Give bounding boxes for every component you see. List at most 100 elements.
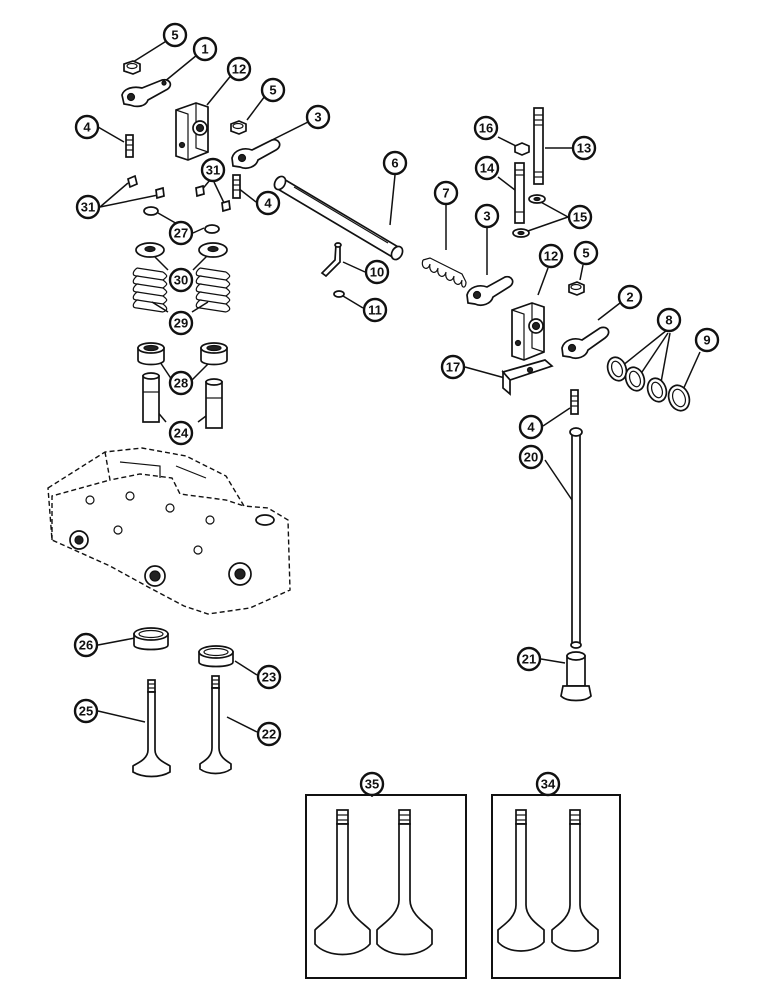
callout-26: 26: [73, 632, 99, 658]
callout-5: 5: [573, 240, 599, 266]
callout-5: 5: [260, 77, 286, 103]
callout-31: 31: [75, 194, 101, 220]
valve-seals-part-28: [137, 342, 228, 366]
callout-label-8: 8: [665, 313, 672, 328]
valve-kit-box-34: [491, 794, 621, 979]
valve-keepers-part-31: [126, 174, 231, 213]
callout-label-22: 22: [262, 727, 276, 742]
callout-label-17: 17: [446, 360, 460, 375]
callout-label-21: 21: [522, 652, 536, 667]
callout-label-20: 20: [524, 450, 538, 465]
callout-label-25: 25: [79, 704, 93, 719]
callout-label-2: 2: [626, 290, 633, 305]
rocker-spring-part-7: [421, 257, 467, 288]
callout-label-15: 15: [573, 210, 587, 225]
callout-label-16: 16: [479, 121, 493, 136]
callout-1: 1: [192, 36, 218, 62]
callout-8: 8: [656, 307, 682, 333]
nut-part-5b: [230, 120, 247, 135]
seat-insert-part-26: [133, 627, 169, 651]
valve-part-25: [132, 679, 171, 778]
valve-kit-box-35: [305, 794, 467, 979]
rocker-shaft-part-6: [273, 175, 404, 261]
callout-label-30: 30: [174, 273, 188, 288]
rocker-arm-part-2: [561, 326, 610, 360]
callout-21: 21: [516, 646, 542, 672]
spring-retainers-part-30: [135, 242, 228, 258]
callout-17: 17: [440, 354, 466, 380]
callouts: 5 1 12 5 3 4 31 31 4 27 30 29 28 24 6 7 …: [73, 22, 720, 797]
callout-7: 7: [433, 180, 459, 206]
callout-label-27: 27: [174, 226, 188, 241]
callout-label-34: 34: [541, 777, 556, 792]
callout-22: 22: [256, 721, 282, 747]
callout-label-31: 31: [81, 200, 95, 215]
callout-3: 3: [305, 104, 331, 130]
adjusting-screw-part-4b: [232, 174, 241, 199]
callout-25: 25: [73, 698, 99, 724]
callout-label-29: 29: [174, 316, 188, 331]
bracket-part-17: [501, 359, 554, 396]
callout-16: 16: [473, 115, 499, 141]
callout-label-12: 12: [232, 62, 246, 77]
callout-label-5: 5: [171, 28, 178, 43]
callout-14: 14: [474, 155, 500, 181]
callout-label-9: 9: [703, 333, 710, 348]
rocker-arm-part-1: [121, 78, 172, 108]
callout-6: 6: [382, 150, 408, 176]
callout-label-11: 11: [368, 303, 382, 318]
callout-4: 4: [255, 190, 281, 216]
callout-13: 13: [571, 135, 597, 161]
callout-11: 11: [362, 297, 388, 323]
callout-24: 24: [168, 420, 194, 446]
callout-label-23: 23: [262, 670, 276, 685]
callout-label-3: 3: [483, 209, 490, 224]
callout-label-31: 31: [206, 163, 220, 178]
spacer-rings-part-8: [606, 356, 668, 403]
valve-caps-part-27: [143, 206, 220, 234]
seat-insert-part-23: [198, 645, 234, 668]
stud-part-13: [533, 107, 544, 185]
callout-label-1: 1: [201, 42, 208, 57]
washer-part-11: [333, 290, 345, 298]
callout-label-5: 5: [582, 246, 589, 261]
callout-label-6: 6: [391, 156, 398, 171]
callout-27: 27: [168, 220, 194, 246]
callout-28: 28: [168, 370, 194, 396]
callout-10: 10: [364, 259, 390, 285]
callout-label-4: 4: [527, 420, 535, 435]
callout-12: 12: [226, 56, 252, 82]
callout-label-7: 7: [442, 186, 449, 201]
callout-label-10: 10: [370, 265, 384, 280]
valve-guides-part-24: [142, 372, 223, 429]
washers-part-15: [512, 194, 546, 238]
stud-part-14: [514, 162, 525, 224]
callout-label-3: 3: [314, 110, 321, 125]
push-rod-part-20: [569, 427, 583, 649]
callout-2: 2: [617, 284, 643, 310]
nut-part-5a: [123, 60, 141, 75]
tappet-part-21: [560, 651, 592, 702]
rocker-arm-part-3a: [231, 138, 281, 170]
callout-4: 4: [74, 114, 100, 140]
callout-23: 23: [256, 664, 282, 690]
callout-label-26: 26: [79, 638, 93, 653]
valve-part-22: [199, 675, 232, 775]
callout-30: 30: [168, 267, 194, 293]
adjusting-screw-part-4c: [570, 389, 579, 415]
callout-label-5: 5: [269, 83, 276, 98]
callout-15: 15: [567, 204, 593, 230]
callout-label-13: 13: [577, 141, 591, 156]
valve-springs-part-29: [132, 267, 231, 313]
callout-4: 4: [518, 414, 544, 440]
spacer-ring-part-9: [667, 384, 691, 412]
callout-5: 5: [162, 22, 188, 48]
callout-label-4: 4: [264, 196, 272, 211]
parts-art: [47, 60, 691, 979]
callout-label-12: 12: [544, 249, 558, 264]
callout-31: 31: [200, 157, 226, 183]
callout-label-14: 14: [480, 161, 495, 176]
callout-20: 20: [518, 444, 544, 470]
callout-34: 34: [535, 771, 561, 797]
